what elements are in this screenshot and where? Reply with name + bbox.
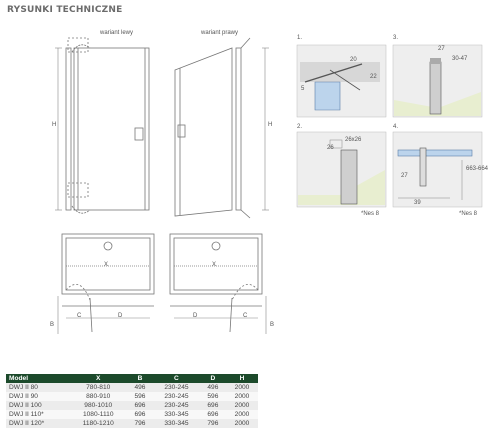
cell-d: 696	[199, 410, 227, 419]
detail-1-dim-b: 5	[301, 86, 305, 92]
detail-1	[296, 44, 387, 118]
page-title: RYSUNKI TECHNICZNE	[7, 5, 123, 15]
detail-2-dim-a: 26	[327, 145, 334, 151]
cell-x: 1180-1210	[69, 419, 127, 428]
detail-3	[392, 44, 483, 118]
plan-dimensions	[57, 296, 267, 334]
depth-label-left: B	[50, 322, 55, 328]
detail-4-dim-a: 27	[401, 173, 408, 179]
cell-h: 2000	[226, 401, 258, 410]
col-d: D	[199, 374, 227, 383]
col-c: C	[153, 374, 200, 383]
col-x: X	[69, 374, 127, 383]
variant-left-label: wariant lewy	[100, 30, 134, 36]
cell-model: DWJ II 90	[6, 392, 70, 401]
plan-view-right	[169, 233, 263, 333]
d-label-left: D	[118, 313, 123, 319]
detail-2-number: 2.	[297, 124, 303, 130]
depth-label-right: B	[270, 322, 275, 328]
cell-c: 330-345	[153, 419, 200, 428]
cell-d: 696	[199, 401, 227, 410]
cell-model: DWJ II 80	[6, 383, 70, 392]
detail-2-dim-b: 26x26	[345, 137, 362, 143]
cell-d: 796	[199, 419, 227, 428]
width-label-right: X	[212, 262, 217, 268]
cell-b: 696	[126, 401, 154, 410]
cell-b: 596	[126, 392, 154, 401]
table-row: DWJ II 110* 1080-1110 696 330-345 696 20…	[6, 410, 258, 419]
cell-h: 2000	[226, 419, 258, 428]
cell-d: 596	[199, 392, 227, 401]
detail-4-number: 4.	[393, 124, 399, 130]
detail-1-dim-a: 20	[350, 57, 357, 63]
col-h: H	[226, 374, 258, 383]
width-label-left: X	[104, 262, 109, 268]
cell-x: 1080-1110	[69, 410, 127, 419]
height-label-left: H	[52, 122, 57, 128]
detail-3-number: 3.	[393, 35, 399, 41]
table-header-row: Model X B C D H	[6, 374, 258, 383]
door-right-drawing	[174, 37, 251, 219]
cell-c: 230-245	[153, 392, 200, 401]
detail-3-dim-b: 30-47	[452, 56, 468, 62]
col-model: Model	[6, 374, 70, 383]
cell-b: 796	[126, 419, 154, 428]
cell-h: 2000	[226, 383, 258, 392]
detail-4-note: *Nes 8	[459, 211, 478, 217]
table-row: DWJ II 120* 1180-1210 796 330-345 796 20…	[6, 419, 258, 428]
cell-h: 2000	[226, 392, 258, 401]
c-label-left: C	[77, 313, 82, 319]
height-dimensions	[55, 47, 269, 211]
door-left-drawing	[65, 37, 150, 214]
cell-c: 230-245	[153, 383, 200, 392]
detail-1-dim-c: 22	[370, 74, 377, 80]
detail-1-number: 1.	[297, 35, 303, 41]
table-row: DWJ II 90 880-910 596 230-245 596 2000	[6, 392, 258, 401]
cell-model: DWJ II 100	[6, 401, 70, 410]
d-label-right: D	[193, 313, 198, 319]
cell-model: DWJ II 120*	[6, 419, 70, 428]
detail-2-note: *Nes 8	[361, 211, 380, 217]
detail-3-dim-a: 27	[438, 46, 445, 52]
c-label-right: C	[243, 313, 248, 319]
detail-4-dim-c: 663-664	[466, 166, 489, 172]
cell-c: 330-345	[153, 410, 200, 419]
col-b: B	[126, 374, 154, 383]
table-row: DWJ II 80 780-810 496 230-245 496 2000	[6, 383, 258, 392]
cell-d: 496	[199, 383, 227, 392]
detail-4	[392, 131, 483, 208]
dimensions-table: Model X B C D H DWJ II 80 780-810 496 23…	[6, 374, 258, 428]
cell-h: 2000	[226, 410, 258, 419]
cell-model: DWJ II 110*	[6, 410, 70, 419]
cell-b: 696	[126, 410, 154, 419]
cell-c: 230-245	[153, 401, 200, 410]
detail-2	[296, 131, 387, 208]
cell-x: 780-810	[69, 383, 127, 392]
plan-view-left	[61, 233, 155, 333]
height-label-right: H	[268, 122, 273, 128]
variant-right-label: wariant prawy	[201, 30, 239, 36]
cell-x: 880-910	[69, 392, 127, 401]
detail-4-dim-b: 39	[414, 200, 421, 206]
cell-x: 980-1010	[69, 401, 127, 410]
cell-b: 496	[126, 383, 154, 392]
table-row: DWJ II 100 980-1010 696 230-245 696 2000	[6, 401, 258, 410]
